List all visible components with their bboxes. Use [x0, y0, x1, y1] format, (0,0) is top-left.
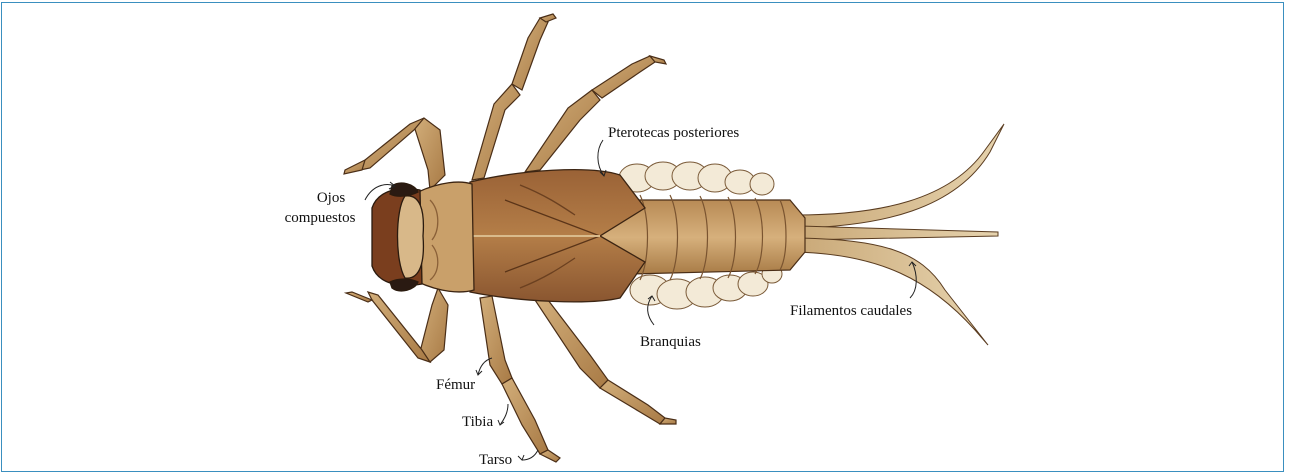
label-gills: Branquias — [640, 334, 701, 350]
label-compound-eyes-line2: compuestos — [285, 210, 356, 226]
filament-lower — [795, 238, 988, 345]
label-tarsus: Tarso — [479, 452, 512, 468]
front-right-leg — [420, 288, 448, 362]
arrow-tarsus — [522, 450, 538, 460]
label-hind-wingpads: Pterotecas posteriores — [608, 125, 739, 141]
head — [372, 183, 423, 291]
arrow-tibia — [500, 404, 508, 425]
label-caudal-filaments: Filamentos caudales — [790, 303, 912, 319]
compound-eye-lower — [390, 279, 418, 291]
middle-left-leg — [472, 84, 520, 180]
filament-middle — [800, 226, 998, 240]
front-left-leg — [414, 118, 445, 190]
middle-right-leg — [480, 296, 512, 384]
label-tibia: Tibia — [462, 414, 493, 430]
hind-left-leg — [525, 90, 600, 172]
filament-upper — [795, 124, 1004, 228]
label-femur: Fémur — [436, 377, 475, 393]
hind-right-leg — [535, 300, 608, 388]
label-compound-eyes-line1: Ojos — [317, 190, 346, 206]
pronotum — [418, 182, 474, 292]
